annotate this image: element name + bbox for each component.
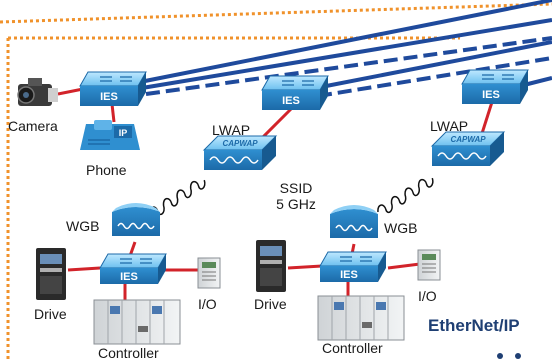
lwap-access-point-left: CAPWAP (202, 135, 278, 170)
phone-ip-badge: IP (119, 128, 128, 138)
io-module-icon-right (417, 249, 441, 281)
uplink-3 (145, 36, 552, 96)
controller-plc-icon-right (317, 295, 405, 341)
io-label-left: I/O (198, 296, 217, 312)
camera-icon (17, 78, 58, 106)
capwap-label: CAPWAP (222, 139, 258, 148)
ethernet-ip-logo: EtherNet/IP (428, 316, 520, 335)
controller-label-right: Controller (322, 340, 383, 356)
ies-switch-top-left: IES (79, 71, 147, 106)
phone-label: Phone (86, 162, 127, 178)
wireless-links (149, 177, 434, 216)
wireless-link-right (377, 177, 434, 214)
uplink-2 (141, 18, 552, 90)
ies-label: IES (120, 271, 138, 283)
wgb-label-right: WGB (384, 220, 418, 236)
camera-label: Camera (8, 118, 58, 134)
lwap-label-right: LWAP (430, 118, 469, 134)
link-drive-ies-right (287, 264, 323, 270)
lwap-access-point-right: CAPWAP (430, 131, 506, 166)
uplink-4 (315, 40, 552, 90)
drive-label-left: Drive (34, 306, 67, 322)
link-drive-ies-left (67, 266, 101, 272)
drive-label-right: Drive (254, 296, 287, 312)
lwap-label-left: LWAP (212, 122, 251, 138)
ssid-label-line1: SSID (279, 180, 313, 196)
ies-switch-top-center: IES (261, 75, 329, 110)
link-ies-io-right (387, 262, 421, 270)
partial-icon-bottom-right (497, 353, 521, 359)
ies-label: IES (100, 91, 118, 103)
controller-label-left: Controller (98, 345, 159, 361)
io-module-icon-left (197, 257, 221, 289)
ies-label: IES (282, 95, 300, 107)
boundary-top-edge (0, 2, 552, 24)
ies-label: IES (340, 269, 358, 281)
ies-switch-top-right: IES (461, 69, 529, 104)
uplink-lines (139, 0, 552, 98)
link-ies-phone (110, 103, 116, 123)
uplink-1 (139, 0, 552, 84)
ies-switch-bottom-left: IES (99, 253, 167, 284)
wgb-label-left: WGB (66, 218, 100, 234)
io-label-right: I/O (418, 288, 437, 304)
ies-label: IES (482, 89, 500, 101)
phone-icon: IP (80, 120, 140, 150)
drive-icon-right (256, 240, 286, 292)
ssid-label: SSID 5 GHz (270, 180, 322, 212)
controller-plc-icon-left (93, 299, 181, 345)
ies-switch-bottom-right: IES (319, 251, 387, 282)
wgb-bridge-right (330, 205, 378, 238)
drive-icon-left (36, 248, 66, 300)
ssid-label-line2: 5 GHz (276, 196, 316, 212)
capwap-label: CAPWAP (450, 135, 486, 144)
wgb-bridge-left (112, 203, 160, 236)
wireless-link-left (149, 179, 206, 216)
